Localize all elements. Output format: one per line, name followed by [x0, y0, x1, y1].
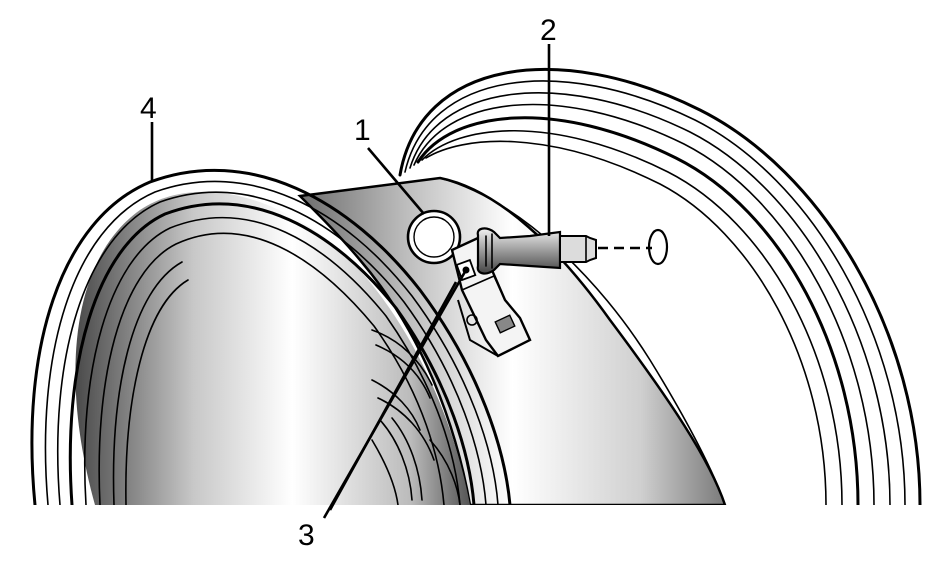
- valve-stem: [476, 227, 597, 275]
- leader-lines: [150, 44, 551, 519]
- wheel-spokes: [371, 329, 461, 505]
- valve-hole-guide: [598, 228, 669, 266]
- rim-inner: [75, 191, 471, 505]
- leader-3b: [328, 281, 458, 511]
- retaining-nut: [406, 209, 462, 265]
- valve-hole: [647, 228, 669, 266]
- near-rim-flange: [30, 168, 512, 505]
- callout-2: 2: [540, 14, 557, 47]
- tpms-sensor: [450, 236, 532, 358]
- wheel-rim: [30, 67, 922, 505]
- callout-4: 4: [140, 92, 157, 125]
- callout-1: 1: [354, 114, 371, 147]
- far-rim-flange: [398, 67, 922, 505]
- callout-3: 3: [298, 519, 315, 552]
- leader-1: [367, 147, 425, 215]
